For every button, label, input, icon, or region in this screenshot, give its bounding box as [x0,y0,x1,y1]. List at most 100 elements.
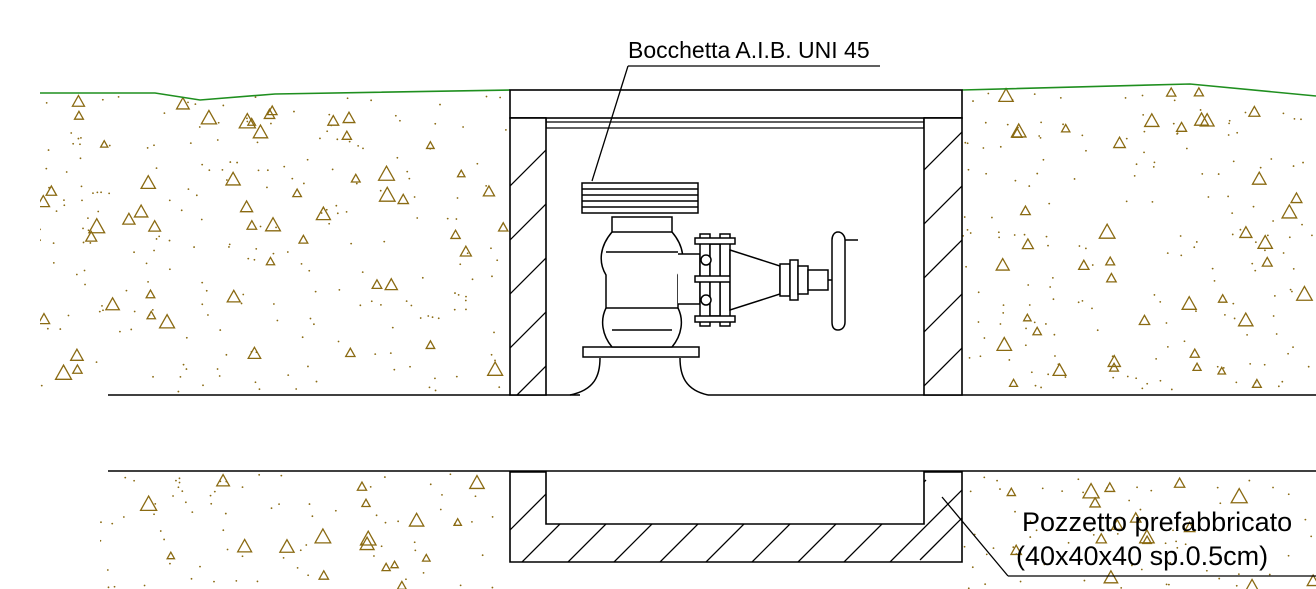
aggregate-dot [471,520,473,523]
aggregate-dot [296,566,299,569]
aggregate-dot [1254,241,1257,244]
aggregate-stone [45,184,58,196]
aggregate-dot [968,356,971,359]
aggregate-dot [997,231,1000,234]
aggregate-dot [985,172,988,175]
aggregate-dot [1217,173,1220,175]
aggregate-dot [280,474,283,477]
aggregate-dot [375,514,378,517]
aggregate-dot [1143,151,1145,154]
aggregate-dot [1051,276,1054,279]
aggregate-dot [59,328,62,330]
aggregate-dot [278,503,280,506]
aggregate-dot [241,486,244,489]
aggregate-dot [370,99,373,102]
aggregate-stone [245,219,258,230]
aggregate-dot [491,275,493,278]
aggregate-dot [300,262,303,265]
aggregate-dot [1053,333,1056,336]
aggregate-dot [107,586,110,589]
manhole-wall-right [923,117,963,396]
aggregate-dot [1254,269,1257,272]
aggregate-dot [422,571,425,574]
aggregate-dot [272,303,275,305]
aggregate-dot [1266,234,1269,237]
aggregate-stone [297,234,309,244]
aggregate-dot [999,323,1002,325]
aggregate-dot [194,103,197,106]
aggregate-dot [474,495,477,498]
aggregate-dot [225,353,228,356]
aggregate-dot [1014,510,1016,513]
aggregate-dot [295,388,298,390]
aggregate-stone [317,569,330,580]
aggregate-dot [87,229,90,232]
aggregate-dot [465,308,467,311]
aggregate-dot [357,145,360,147]
aggregate-fill [963,476,1316,589]
aggregate-dot [40,384,43,387]
aggregate-stone [1138,528,1156,544]
aggregate-dot [155,167,158,170]
aggregate-dot [102,309,104,312]
aggregate-stone [224,170,242,186]
ground-left-top [40,94,509,393]
aggregate-dot [1033,93,1036,96]
aggregate-dot [293,110,295,113]
aggregate-dot [79,157,82,160]
aggregate-stone [54,363,73,380]
aggregate-dot [421,276,424,279]
aggregate-dot [434,389,437,392]
aggregate-dot [391,326,394,329]
aggregate-stone [238,112,257,129]
aggregate-stone [239,199,254,213]
aggregate-dot [314,290,317,293]
aggregate-dot [89,242,92,244]
aggregate-dot [178,477,181,480]
aggregate-dot [1047,373,1050,376]
aggregate-dot [1231,212,1234,215]
aggregate-dot [1155,357,1158,360]
aggregate-dot [242,293,245,296]
aggregate-dot [146,147,149,149]
aggregate-dot [1029,536,1032,538]
aggregate-dot [1013,234,1016,236]
aggregate-dot [154,502,157,505]
aggregate-dot [345,210,348,213]
aggregate-dot [394,114,397,117]
aggregate-dot [145,262,148,265]
aggregate-dot [977,321,980,323]
aggregate-dot [1291,290,1293,293]
aggregate-dot [462,126,465,128]
aggregate-dot [439,508,442,511]
aggregate-dot [465,295,467,298]
aggregate-dot [97,210,100,213]
aggregate-dot [46,327,49,330]
aggregate-dot [1235,584,1238,587]
aggregate-stone [1104,255,1116,266]
aggregate-dot [1310,535,1313,538]
aggregate-dot [1176,133,1179,135]
aggregate-dot [87,217,89,220]
aggregate-dot [1058,516,1060,519]
aggregate-dot [493,331,495,334]
aggregate-dot [1064,376,1067,378]
aggregate-dot [1153,294,1156,296]
aggregate-dot [92,192,94,195]
aggregate-dot [100,191,102,194]
aggregate-dot [1148,542,1151,544]
aggregate-dot [101,304,103,307]
aggregate-stone [166,550,176,560]
aggregate-stone [1019,204,1032,216]
aggregate-dot [325,208,328,211]
bottom-flange [582,346,700,358]
aggregate-stone [133,203,149,218]
aggregate-dot [70,132,73,134]
aggregate-dot [250,350,253,353]
aggregate-stone [497,221,509,232]
aggregate-dot [255,351,258,354]
aggregate-dot [1169,561,1172,564]
aggregate-stone [252,123,269,139]
aggregate-dot [413,541,416,544]
aggregate-dot [80,185,83,188]
